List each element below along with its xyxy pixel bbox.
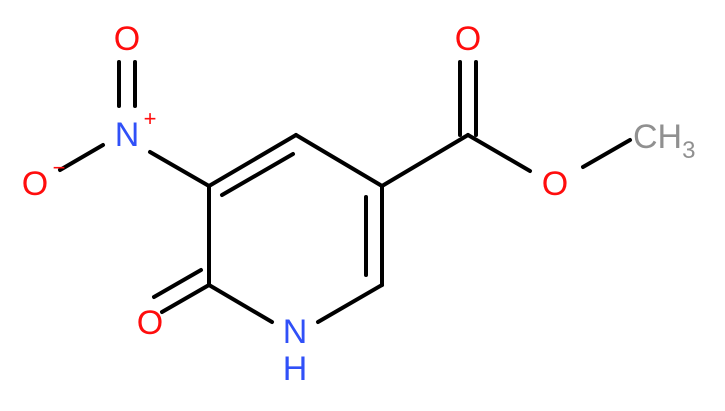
bond-c4-c5-double <box>220 152 295 197</box>
ring-nitrogen-label: N <box>283 313 308 351</box>
bond-oester-ch3 <box>581 138 632 169</box>
bond-c5-nnitro <box>148 150 211 188</box>
nitro-nitrogen-charge: + <box>144 106 157 131</box>
methyl-label: CH3 <box>633 118 695 164</box>
methyl-ch: CH <box>633 118 682 156</box>
ring-nitrogen-hydrogen-label: H <box>283 350 308 388</box>
bond-c6-o-b <box>152 268 203 299</box>
ester-carbonyl-oxygen-label: O <box>455 20 481 58</box>
bond-cester-oester <box>466 133 532 173</box>
bond-nnitro-oleft <box>58 143 105 172</box>
bond-c3-cester <box>380 133 470 188</box>
bond-c6-n1 <box>207 283 274 324</box>
bond-c4-c3 <box>294 133 384 188</box>
nitro-oxygen-left-label: O <box>22 165 48 203</box>
ester-oxygen-label: O <box>542 165 568 203</box>
nitro-oxygen-top-label: O <box>114 20 140 58</box>
nitro-oxygen-left-charge: − <box>53 155 66 180</box>
bond-c2-n1 <box>316 283 384 324</box>
ketone-oxygen-label: O <box>137 304 163 342</box>
methyl-subscript: 3 <box>682 137 695 164</box>
bond-c4-c5 <box>207 133 298 188</box>
bond-c6-o-a <box>160 283 211 314</box>
nitro-nitrogen-label: N <box>115 116 140 154</box>
